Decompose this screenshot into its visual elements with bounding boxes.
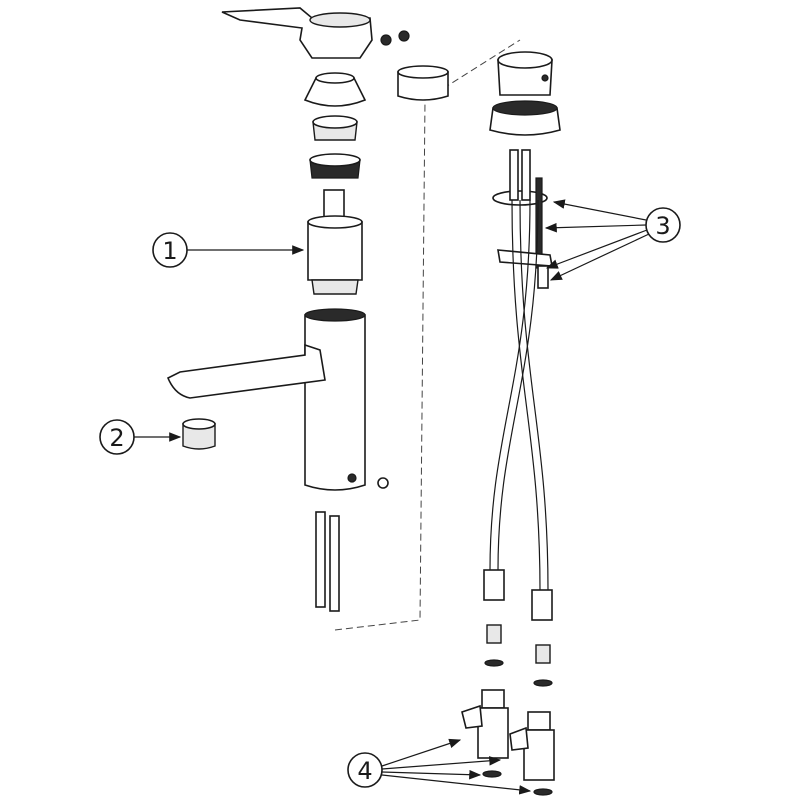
body-screw bbox=[377, 477, 389, 489]
mounting-kit bbox=[492, 149, 553, 289]
assembly-dashed-line bbox=[334, 39, 521, 631]
aerator bbox=[182, 418, 216, 450]
connection-studs bbox=[315, 511, 340, 612]
callout-1: 1 bbox=[152, 232, 305, 268]
svg-text:2: 2 bbox=[109, 424, 124, 452]
callout-3: 3 bbox=[544, 199, 681, 281]
top-mount-nut bbox=[497, 51, 553, 96]
faucet-body bbox=[166, 308, 366, 491]
nut bbox=[312, 115, 358, 141]
handle-lever bbox=[221, 7, 373, 59]
cartridge bbox=[307, 189, 363, 295]
flex-hoses bbox=[483, 199, 553, 687]
callout-4: 4 bbox=[347, 738, 532, 795]
set-screws bbox=[380, 30, 410, 46]
svg-text:1: 1 bbox=[162, 237, 177, 265]
locking-ring bbox=[309, 153, 361, 179]
svg-text:4: 4 bbox=[357, 757, 372, 785]
svg-text:3: 3 bbox=[655, 212, 670, 240]
top-cover-cap bbox=[397, 65, 449, 101]
callout-2: 2 bbox=[99, 419, 182, 455]
base-ring bbox=[489, 100, 561, 136]
angle-valves bbox=[461, 689, 555, 796]
cover-ring bbox=[303, 72, 367, 107]
